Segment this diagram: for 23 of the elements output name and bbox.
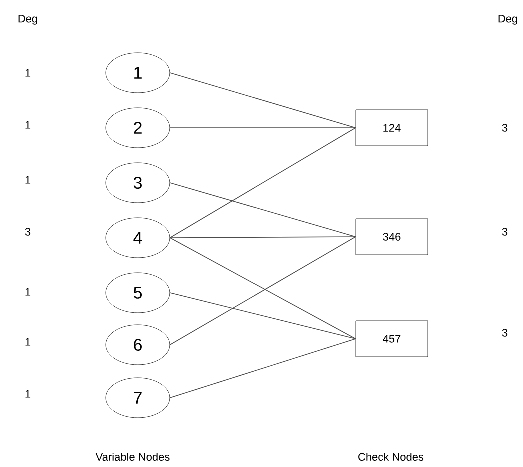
- degree-label: 1: [26, 69, 31, 77]
- degree-label: 1: [26, 288, 31, 296]
- degree-label: 3: [502, 329, 508, 337]
- degree-label: Deg: [498, 15, 518, 25]
- degree-label: Deg: [18, 15, 38, 25]
- connector-line: [170, 128, 356, 238]
- connector-line: [170, 72, 356, 128]
- axis-heading: Check Nodes: [358, 452, 424, 462]
- check-node-box: 346: [356, 218, 428, 256]
- degree-label: 1: [26, 121, 31, 129]
- check-node-box: 457: [356, 320, 428, 358]
- connector-line: [170, 182, 356, 238]
- degree-label: 3: [502, 124, 508, 132]
- connector-line: [170, 338, 356, 398]
- degree-label: 3: [25, 228, 31, 236]
- check-node-box: 124: [356, 110, 428, 146]
- degree-label: 1: [26, 176, 31, 184]
- degree-label: 1: [26, 338, 31, 346]
- connector-line: [170, 236, 356, 238]
- degree-label: 3: [502, 228, 508, 236]
- degree-label: 1: [26, 390, 31, 398]
- connector-line: [170, 292, 356, 340]
- axis-heading: Variable Nodes: [96, 452, 170, 462]
